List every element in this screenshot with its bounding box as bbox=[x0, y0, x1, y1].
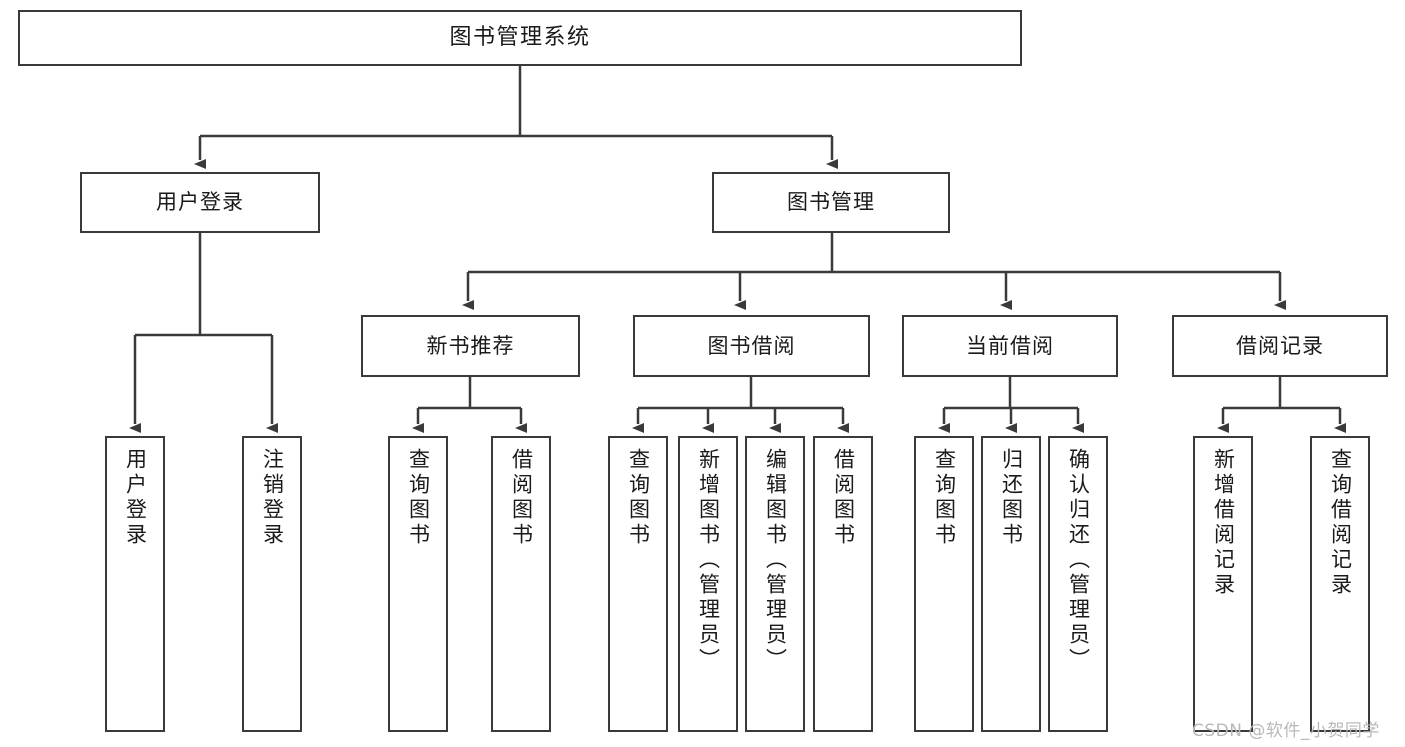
node-book-manage[interactable]: 图书管理 bbox=[712, 172, 950, 233]
node-root-system[interactable]: 图书管理系统 bbox=[18, 10, 1022, 66]
node-label: 用户登录 bbox=[123, 448, 148, 548]
leaf-user-login[interactable]: 用户登录 bbox=[105, 436, 165, 732]
leaf-query-book-recommend[interactable]: 查询图书 bbox=[388, 436, 448, 732]
leaf-query-book-borrow[interactable]: 查询图书 bbox=[608, 436, 668, 732]
node-label: 编辑图书（管理员） bbox=[763, 448, 788, 673]
leaf-confirm-return[interactable]: 确认归还（管理员） bbox=[1048, 436, 1108, 732]
leaf-query-book-current[interactable]: 查询图书 bbox=[914, 436, 974, 732]
node-book-borrow[interactable]: 图书借阅 bbox=[633, 315, 870, 377]
node-current-borrow[interactable]: 当前借阅 bbox=[902, 315, 1118, 377]
leaf-add-record[interactable]: 新增借阅记录 bbox=[1193, 436, 1253, 732]
node-label: 新书推荐 bbox=[426, 333, 515, 358]
node-label: 查询图书 bbox=[406, 448, 431, 548]
leaf-edit-book[interactable]: 编辑图书（管理员） bbox=[745, 436, 805, 732]
node-label: 新增图书（管理员） bbox=[696, 448, 721, 673]
leaf-borrow-book-recommend[interactable]: 借阅图书 bbox=[491, 436, 551, 732]
node-label: 注销登录 bbox=[260, 448, 285, 548]
node-label: 图书管理 bbox=[787, 190, 875, 215]
leaf-borrow-book[interactable]: 借阅图书 bbox=[813, 436, 873, 732]
leaf-user-logout[interactable]: 注销登录 bbox=[242, 436, 302, 732]
node-label: 图书借阅 bbox=[707, 333, 796, 358]
node-label: 图书管理系统 bbox=[449, 25, 591, 51]
node-label: 归还图书 bbox=[999, 448, 1024, 548]
node-label: 查询借阅记录 bbox=[1328, 448, 1353, 598]
node-label: 确认归还（管理员） bbox=[1066, 448, 1091, 673]
node-label: 查询图书 bbox=[626, 448, 651, 548]
leaf-return-book[interactable]: 归还图书 bbox=[981, 436, 1041, 732]
node-label: 用户登录 bbox=[156, 190, 244, 215]
node-label: 当前借阅 bbox=[966, 333, 1054, 358]
node-new-book-recommend[interactable]: 新书推荐 bbox=[361, 315, 580, 377]
leaf-add-book[interactable]: 新增图书（管理员） bbox=[678, 436, 738, 732]
node-label: 新增借阅记录 bbox=[1211, 448, 1236, 598]
node-borrow-record[interactable]: 借阅记录 bbox=[1172, 315, 1388, 377]
node-label: 借阅图书 bbox=[509, 448, 534, 548]
node-label: 查询图书 bbox=[932, 448, 957, 548]
node-label: 借阅图书 bbox=[831, 448, 856, 548]
node-user-login[interactable]: 用户登录 bbox=[80, 172, 320, 233]
node-label: 借阅记录 bbox=[1236, 333, 1324, 358]
leaf-query-record[interactable]: 查询借阅记录 bbox=[1310, 436, 1370, 732]
watermark: CSDN @软件_小贺同学 bbox=[1192, 721, 1380, 741]
